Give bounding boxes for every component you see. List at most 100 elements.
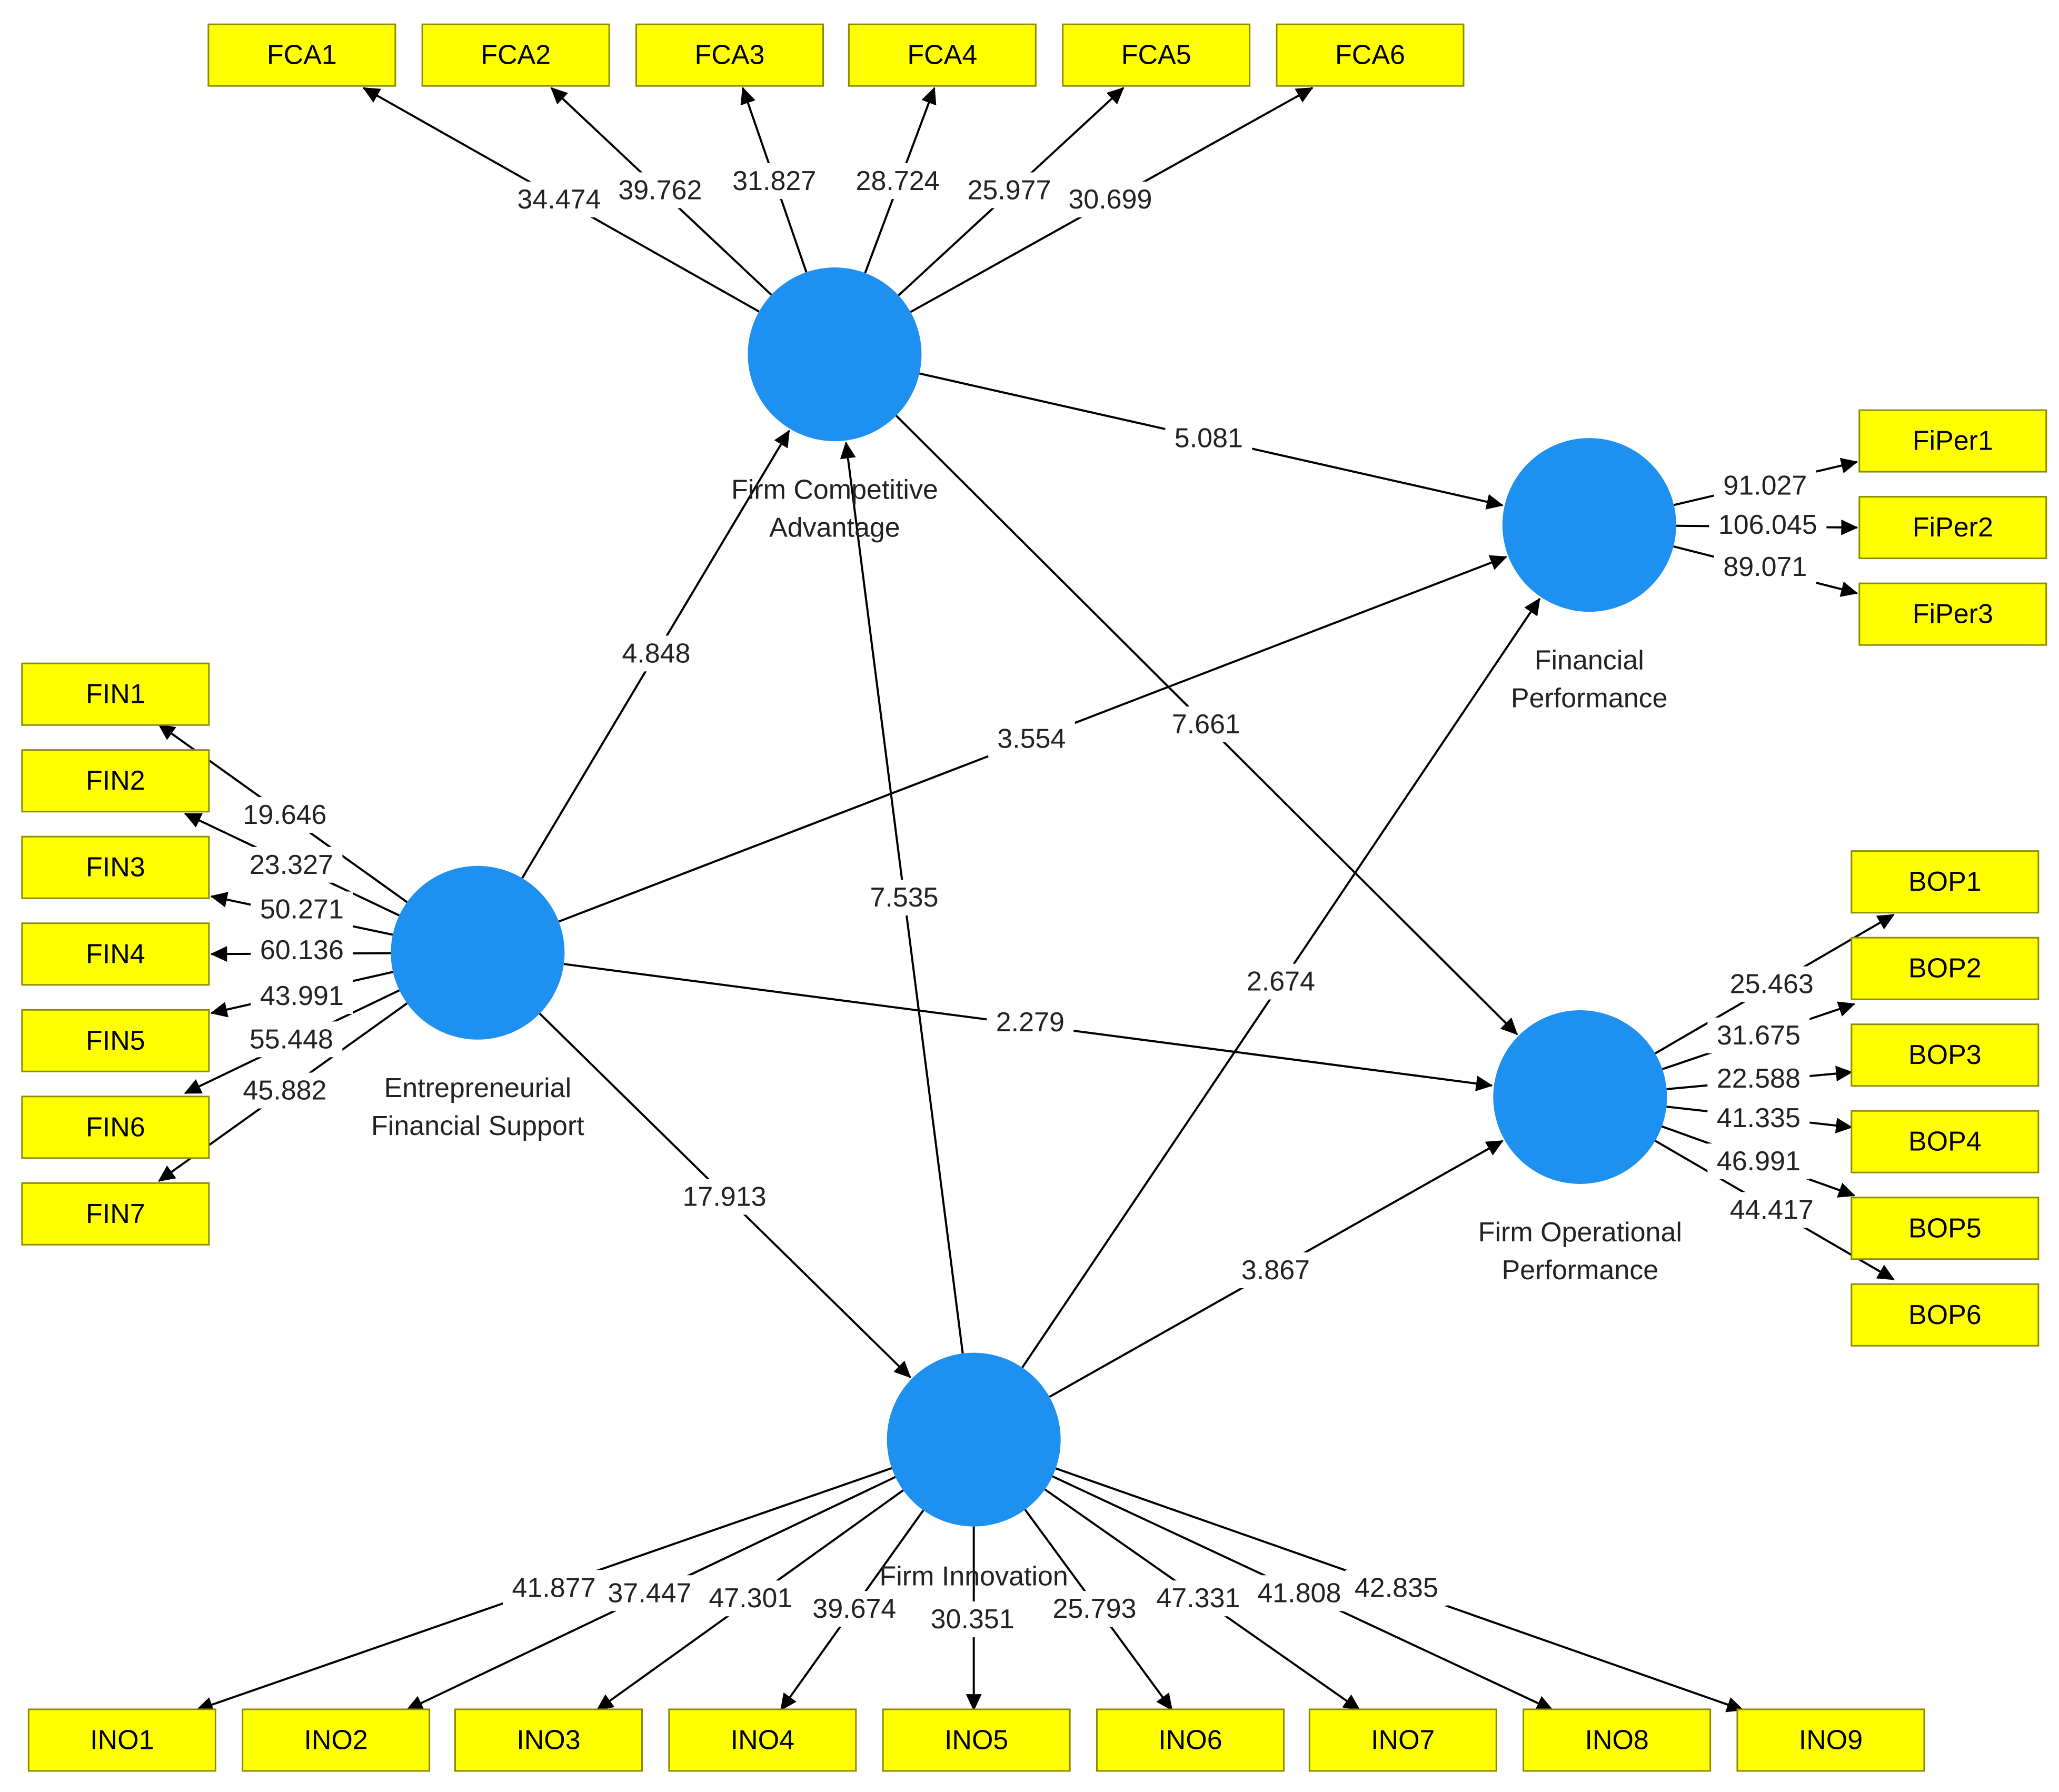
indicator-fin3[interactable]: FIN3	[21, 835, 210, 899]
indicator-label: INO7	[1371, 1725, 1435, 1755]
indicator-box	[21, 1182, 210, 1246]
indicator-box	[1851, 937, 2040, 1000]
loading-ino1-value: 41.877	[502, 1570, 605, 1606]
loading-fin2-value: 23.327	[240, 847, 343, 883]
indicator-box	[27, 1708, 216, 1772]
construct-circle	[1493, 1010, 1667, 1184]
loading-fin7-value: 45.882	[233, 1072, 336, 1109]
loading-bop5-value: 46.991	[1707, 1143, 1810, 1180]
indicator-label: BOP5	[1908, 1213, 1982, 1243]
path-fca-to-fop-coefficient-text: 7.661	[1172, 709, 1240, 740]
path-efs-to-fca-coefficient-text: 4.848	[622, 638, 690, 669]
indicator-box	[1858, 582, 2047, 646]
construct-label-line: Performance	[1501, 1255, 1658, 1286]
path-fca-to-fp-coefficient: 5.081	[1165, 420, 1252, 456]
loading-ino9-value-text: 42.835	[1355, 1572, 1438, 1603]
indicator-label: INO8	[1585, 1725, 1648, 1755]
indicator-fin5[interactable]: FIN5	[21, 1009, 210, 1072]
path-efs-to-fop-coefficient-text: 2.279	[996, 1007, 1065, 1038]
path-fca-to-fp-coefficient-text: 5.081	[1175, 423, 1243, 454]
indicator-box	[1276, 23, 1465, 87]
construct-label-line: Performance	[1511, 683, 1668, 713]
loading-fin5-value: 43.991	[251, 978, 353, 1014]
indicator-ino4[interactable]: INO4	[668, 1708, 857, 1772]
indicator-bop1[interactable]: BOP1	[1851, 850, 2040, 914]
loading-ino3-value: 47.301	[699, 1580, 802, 1617]
indicator-fiper2[interactable]: FiPer2	[1858, 496, 2047, 560]
indicator-box	[1851, 1197, 2040, 1260]
indicator-fin2[interactable]: FIN2	[21, 749, 210, 813]
indicator-box	[668, 1708, 857, 1772]
indicator-fca4[interactable]: FCA4	[848, 23, 1037, 87]
indicator-label: FiPer3	[1913, 599, 1993, 630]
path-fi-to-fop-coefficient-text: 3.867	[1241, 1255, 1310, 1286]
constructs-layer: Firm CompetitiveAdvantageEntrepreneurial…	[371, 267, 1682, 1591]
loading-fin4-value: 60.136	[251, 932, 353, 968]
indicator-label: FCA3	[695, 40, 765, 71]
indicator-ino9[interactable]: INO9	[1736, 1708, 1925, 1772]
indicator-box	[421, 23, 610, 87]
indicator-box	[1308, 1708, 1497, 1772]
loading-ino4-value-text: 39.674	[812, 1594, 896, 1624]
indicator-ino2[interactable]: INO2	[242, 1708, 431, 1772]
indicator-bop2[interactable]: BOP2	[1851, 937, 2040, 1000]
loading-fin5-value-text: 43.991	[260, 981, 344, 1011]
indicator-fca1[interactable]: FCA1	[207, 23, 396, 87]
loading-bop6-value: 44.417	[1720, 1192, 1823, 1228]
loading-bop6-value-text: 44.417	[1730, 1194, 1814, 1225]
construct-label-line: Firm Innovation	[879, 1561, 1068, 1591]
indicator-bop5[interactable]: BOP5	[1851, 1197, 2040, 1260]
construct-label-line: Entrepreneurial	[384, 1073, 572, 1103]
indicator-label: INO2	[304, 1725, 367, 1755]
loading-fin7-value-text: 45.882	[243, 1076, 326, 1106]
indicator-fca2[interactable]: FCA2	[421, 23, 610, 87]
indicator-bop4[interactable]: BOP4	[1851, 1110, 2040, 1173]
indicator-box	[454, 1708, 643, 1772]
indicator-fin4[interactable]: FIN4	[21, 922, 210, 986]
loading-ino1-value-text: 41.877	[512, 1572, 595, 1603]
loading-fin1-value-text: 19.646	[243, 800, 326, 830]
indicator-ino8[interactable]: INO8	[1523, 1708, 1712, 1772]
path-fi-to-fca-coefficient: 7.535	[861, 880, 948, 916]
indicator-fiper3[interactable]: FiPer3	[1858, 582, 2047, 646]
indicator-label: BOP2	[1908, 953, 1982, 984]
construct-circle	[391, 865, 565, 1040]
indicator-label: FIN7	[86, 1199, 145, 1229]
indicator-label: BOP1	[1908, 867, 1982, 897]
indicator-fin1[interactable]: FIN1	[21, 662, 210, 726]
construct-fi[interactable]: Firm Innovation	[879, 1352, 1068, 1592]
indicator-ino7[interactable]: INO7	[1308, 1708, 1497, 1772]
indicator-fca5[interactable]: FCA5	[1062, 23, 1251, 87]
indicator-ino6[interactable]: INO6	[1096, 1708, 1285, 1772]
edge-labels-layer: 5.0817.6614.8483.5542.27917.9137.5352.67…	[233, 163, 1827, 1638]
indicator-ino5[interactable]: INO5	[882, 1708, 1071, 1772]
indicator-label: FiPer2	[1913, 512, 1993, 543]
loading-bop1-value: 25.463	[1720, 966, 1823, 1002]
indicator-box	[207, 23, 396, 87]
indicator-fca3[interactable]: FCA3	[635, 23, 824, 87]
loading-fin6-value: 55.448	[240, 1021, 343, 1058]
indicator-box	[21, 1096, 210, 1159]
loading-ino2-value-text: 37.447	[608, 1578, 691, 1608]
loading-ino6-value: 25.793	[1043, 1591, 1146, 1627]
indicators-layer: FCA1 FCA2 FCA3 FCA4 FCA5 FCA6FIN1FIN2FIN3FIN4…	[21, 23, 2047, 1772]
indicator-fin7[interactable]: FIN7	[21, 1182, 210, 1246]
indicator-ino1[interactable]: INO1	[27, 1708, 216, 1772]
indicator-box	[1851, 1283, 2040, 1347]
indicator-box	[1096, 1708, 1285, 1772]
loading-ino2-value: 37.447	[598, 1575, 701, 1611]
indicator-fiper1[interactable]: FiPer1	[1858, 409, 2047, 473]
indicator-bop3[interactable]: BOP3	[1851, 1023, 2040, 1087]
indicator-label: BOP6	[1908, 1300, 1982, 1330]
indicator-fin6[interactable]: FIN6	[21, 1096, 210, 1159]
indicator-bop6[interactable]: BOP6	[1851, 1283, 2040, 1347]
indicator-ino3[interactable]: INO3	[454, 1708, 643, 1772]
loading-fca6-value-text: 30.699	[1068, 184, 1152, 215]
loading-fca1-value: 34.474	[508, 181, 610, 217]
indicator-fca6[interactable]: FCA6	[1276, 23, 1465, 87]
indicator-box	[1851, 1023, 2040, 1087]
